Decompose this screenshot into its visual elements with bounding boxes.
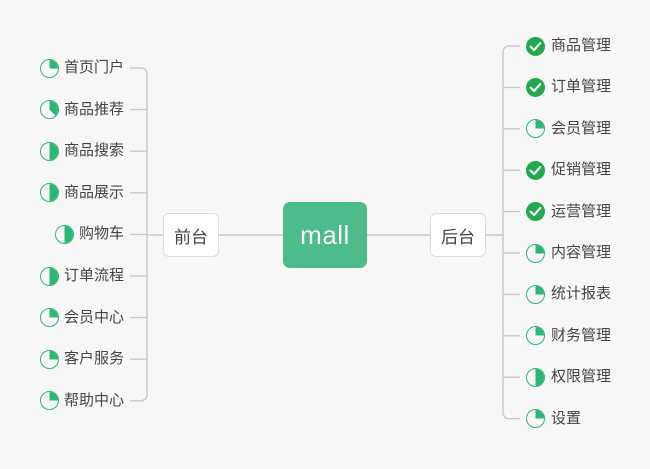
leaf-node-label: 运营管理 (551, 202, 612, 220)
pie-progress-icon (526, 119, 545, 139)
leaf-node[interactable]: 统计报表 (526, 283, 611, 305)
leaf-node[interactable]: 订单流程 (0, 265, 124, 287)
connector-line (502, 45, 520, 53)
leaf-node-label: 权限管理 (551, 368, 612, 386)
leaf-node[interactable]: 财务管理 (526, 325, 611, 347)
leaf-node[interactable]: 促销管理 (526, 159, 611, 181)
leaf-node[interactable]: 内容管理 (526, 242, 611, 264)
pie-wedge (40, 267, 58, 285)
leaf-node[interactable]: 商品搜索 (0, 140, 124, 162)
pie-progress-icon (39, 308, 59, 328)
leaf-node[interactable]: 设置 (526, 408, 581, 430)
leaf-node-label: 会员管理 (551, 119, 612, 137)
leaf-node-label: 促销管理 (551, 161, 612, 179)
pie-progress-icon (526, 243, 545, 263)
connector-line (130, 394, 148, 402)
leaf-node[interactable]: 商品展示 (0, 182, 124, 204)
pie-progress-icon (526, 367, 545, 387)
leaf-node[interactable]: 权限管理 (526, 366, 611, 388)
branch-node-frontend-label: 前台 (174, 227, 208, 247)
leaf-node-label: 购物车 (78, 225, 124, 243)
pie-wedge (40, 350, 58, 368)
leaf-node-label: 客户服务 (63, 350, 124, 368)
leaf-node-label: 内容管理 (551, 244, 612, 261)
connector-line (502, 412, 520, 420)
leaf-node-label: 订单流程 (63, 267, 124, 284)
leaf-node-label: 设置 (551, 409, 582, 427)
pie-wedge (527, 244, 544, 262)
pie-progress-icon (39, 391, 59, 411)
pie-wedge (527, 285, 544, 303)
leaf-node[interactable]: 商品管理 (526, 35, 611, 57)
pie-progress-icon (39, 141, 59, 161)
pie-progress-icon (39, 183, 59, 203)
leaf-node-label: 商品展示 (63, 183, 124, 201)
pie-wedge (527, 327, 544, 345)
leaf-node-label: 会员中心 (63, 308, 124, 326)
root-node-label: mall (300, 219, 350, 250)
leaf-node[interactable]: 会员管理 (526, 118, 611, 140)
pie-wedge (40, 142, 58, 160)
leaf-node-label: 首页门户 (63, 59, 124, 76)
check-circle-icon (526, 36, 545, 56)
pie-progress-icon (39, 100, 59, 120)
leaf-node[interactable]: 购物车 (0, 223, 124, 245)
leaf-node[interactable]: 订单管理 (526, 76, 611, 98)
connector-line (130, 67, 148, 75)
pie-progress-icon (54, 224, 74, 244)
leaf-node-label: 订单管理 (551, 78, 612, 96)
pie-progress-icon (526, 409, 545, 429)
leaf-node[interactable]: 帮助中心 (0, 390, 124, 412)
leaf-node[interactable]: 首页门户 (0, 57, 124, 79)
pie-wedge (527, 368, 544, 386)
leaf-node[interactable]: 商品推荐 (0, 99, 124, 121)
pie-progress-icon (39, 58, 59, 78)
branch-node-backend[interactable]: 后台 (430, 213, 486, 257)
pie-progress-icon (526, 284, 545, 304)
leaf-node-label: 商品管理 (551, 37, 612, 54)
branch-node-backend-label: 后台 (441, 227, 475, 247)
pie-wedge (527, 410, 544, 428)
pie-wedge (55, 225, 73, 243)
leaf-node-label: 统计报表 (551, 285, 612, 303)
leaf-node[interactable]: 客户服务 (0, 348, 124, 370)
branch-node-frontend[interactable]: 前台 (163, 213, 219, 257)
pie-wedge (527, 120, 544, 138)
pie-wedge (40, 101, 58, 119)
leaf-node[interactable]: 运营管理 (526, 201, 611, 223)
pie-wedge (40, 184, 58, 202)
check-circle-icon (526, 160, 545, 180)
pie-progress-icon (39, 349, 59, 369)
pie-wedge (40, 392, 58, 410)
pie-wedge (40, 309, 58, 327)
pie-progress-icon (39, 266, 59, 286)
pie-progress-icon (526, 326, 545, 346)
leaf-node[interactable]: 会员中心 (0, 307, 124, 329)
leaf-node-label: 帮助中心 (63, 391, 124, 409)
leaf-node-label: 商品推荐 (63, 100, 124, 118)
check-circle-icon (526, 77, 545, 97)
leaf-node-label: 商品搜索 (63, 142, 124, 160)
check-circle-icon (526, 202, 545, 222)
leaf-node-label: 财务管理 (551, 326, 612, 344)
pie-wedge (40, 59, 58, 77)
root-node-mall[interactable]: mall (283, 202, 367, 268)
